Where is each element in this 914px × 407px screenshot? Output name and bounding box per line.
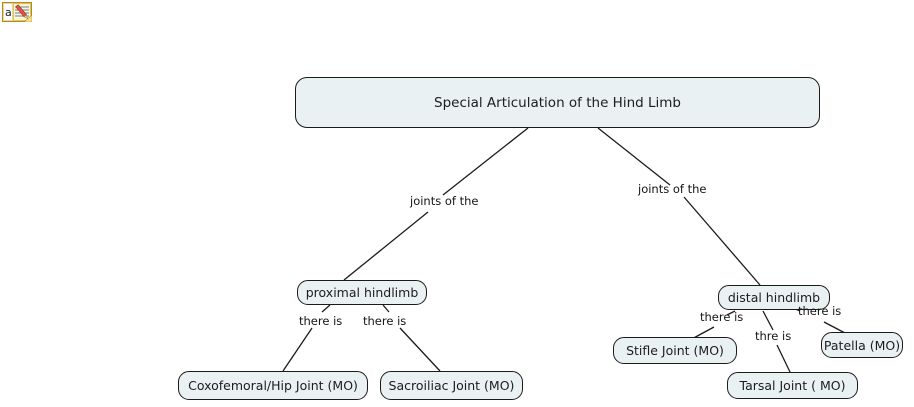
link-label-root-to-distal[interactable]: joints of the bbox=[638, 182, 707, 196]
svg-text:a: a bbox=[5, 6, 12, 19]
node-tarsal-joint-label: Tarsal Joint ( MO) bbox=[739, 378, 846, 393]
edge-root-to-proximal bbox=[442, 127, 529, 196]
node-coxofemoral-hip-joint[interactable]: Coxofemoral/Hip Joint (MO) bbox=[178, 371, 368, 400]
edge-proximal-to-coxofemoral bbox=[321, 304, 331, 313]
node-stifle-joint-label: Stifle Joint (MO) bbox=[626, 343, 724, 358]
annotation-note-icon[interactable]: a bbox=[2, 2, 33, 23]
node-root[interactable]: Special Articulation of the Hind Limb bbox=[295, 77, 820, 128]
link-label-proximal-to-coxofemoral[interactable]: there is bbox=[299, 314, 343, 328]
link-label-distal-to-patella[interactable]: there is bbox=[798, 304, 842, 318]
edge-root-to-distal bbox=[597, 127, 671, 186]
node-proximal-hindlimb[interactable]: proximal hindlimb bbox=[297, 280, 427, 305]
node-stifle-joint[interactable]: Stifle Joint (MO) bbox=[613, 337, 737, 364]
node-distal-hindlimb-label: distal hindlimb bbox=[727, 290, 821, 305]
link-label-distal-to-stifle[interactable]: there is bbox=[700, 310, 744, 324]
edge-root-to-distal-lower bbox=[683, 196, 761, 286]
link-label-proximal-to-sacroiliac[interactable]: there is bbox=[363, 314, 407, 328]
node-coxofemoral-hip-joint-label: Coxofemoral/Hip Joint (MO) bbox=[188, 378, 358, 393]
edge-proximal-to-sacroiliac-lower bbox=[399, 327, 441, 372]
node-tarsal-joint[interactable]: Tarsal Joint ( MO) bbox=[727, 372, 858, 399]
edge-distal-to-tarsal bbox=[762, 310, 774, 331]
node-patella[interactable]: Patella (MO) bbox=[821, 332, 903, 358]
annotation-note-icon-glyph: a bbox=[2, 2, 33, 23]
node-root-label: Special Articulation of the Hind Limb bbox=[434, 94, 681, 111]
node-sacroiliac-joint[interactable]: Sacroiliac Joint (MO) bbox=[380, 371, 523, 400]
edge-root-to-proximal-lower bbox=[343, 211, 429, 281]
node-patella-label: Patella (MO) bbox=[823, 337, 901, 353]
node-distal-hindlimb[interactable]: distal hindlimb bbox=[718, 285, 830, 310]
link-label-distal-to-tarsal[interactable]: thre is bbox=[755, 329, 792, 343]
link-label-root-to-proximal[interactable]: joints of the bbox=[410, 194, 479, 208]
node-proximal-hindlimb-label: proximal hindlimb bbox=[305, 285, 419, 300]
edge-proximal-to-coxofemoral-lower bbox=[282, 327, 313, 372]
edge-distal-to-tarsal-lower bbox=[776, 344, 791, 373]
node-sacroiliac-joint-label: Sacroiliac Joint (MO) bbox=[388, 378, 515, 393]
edge-proximal-to-sacroiliac bbox=[382, 304, 390, 313]
